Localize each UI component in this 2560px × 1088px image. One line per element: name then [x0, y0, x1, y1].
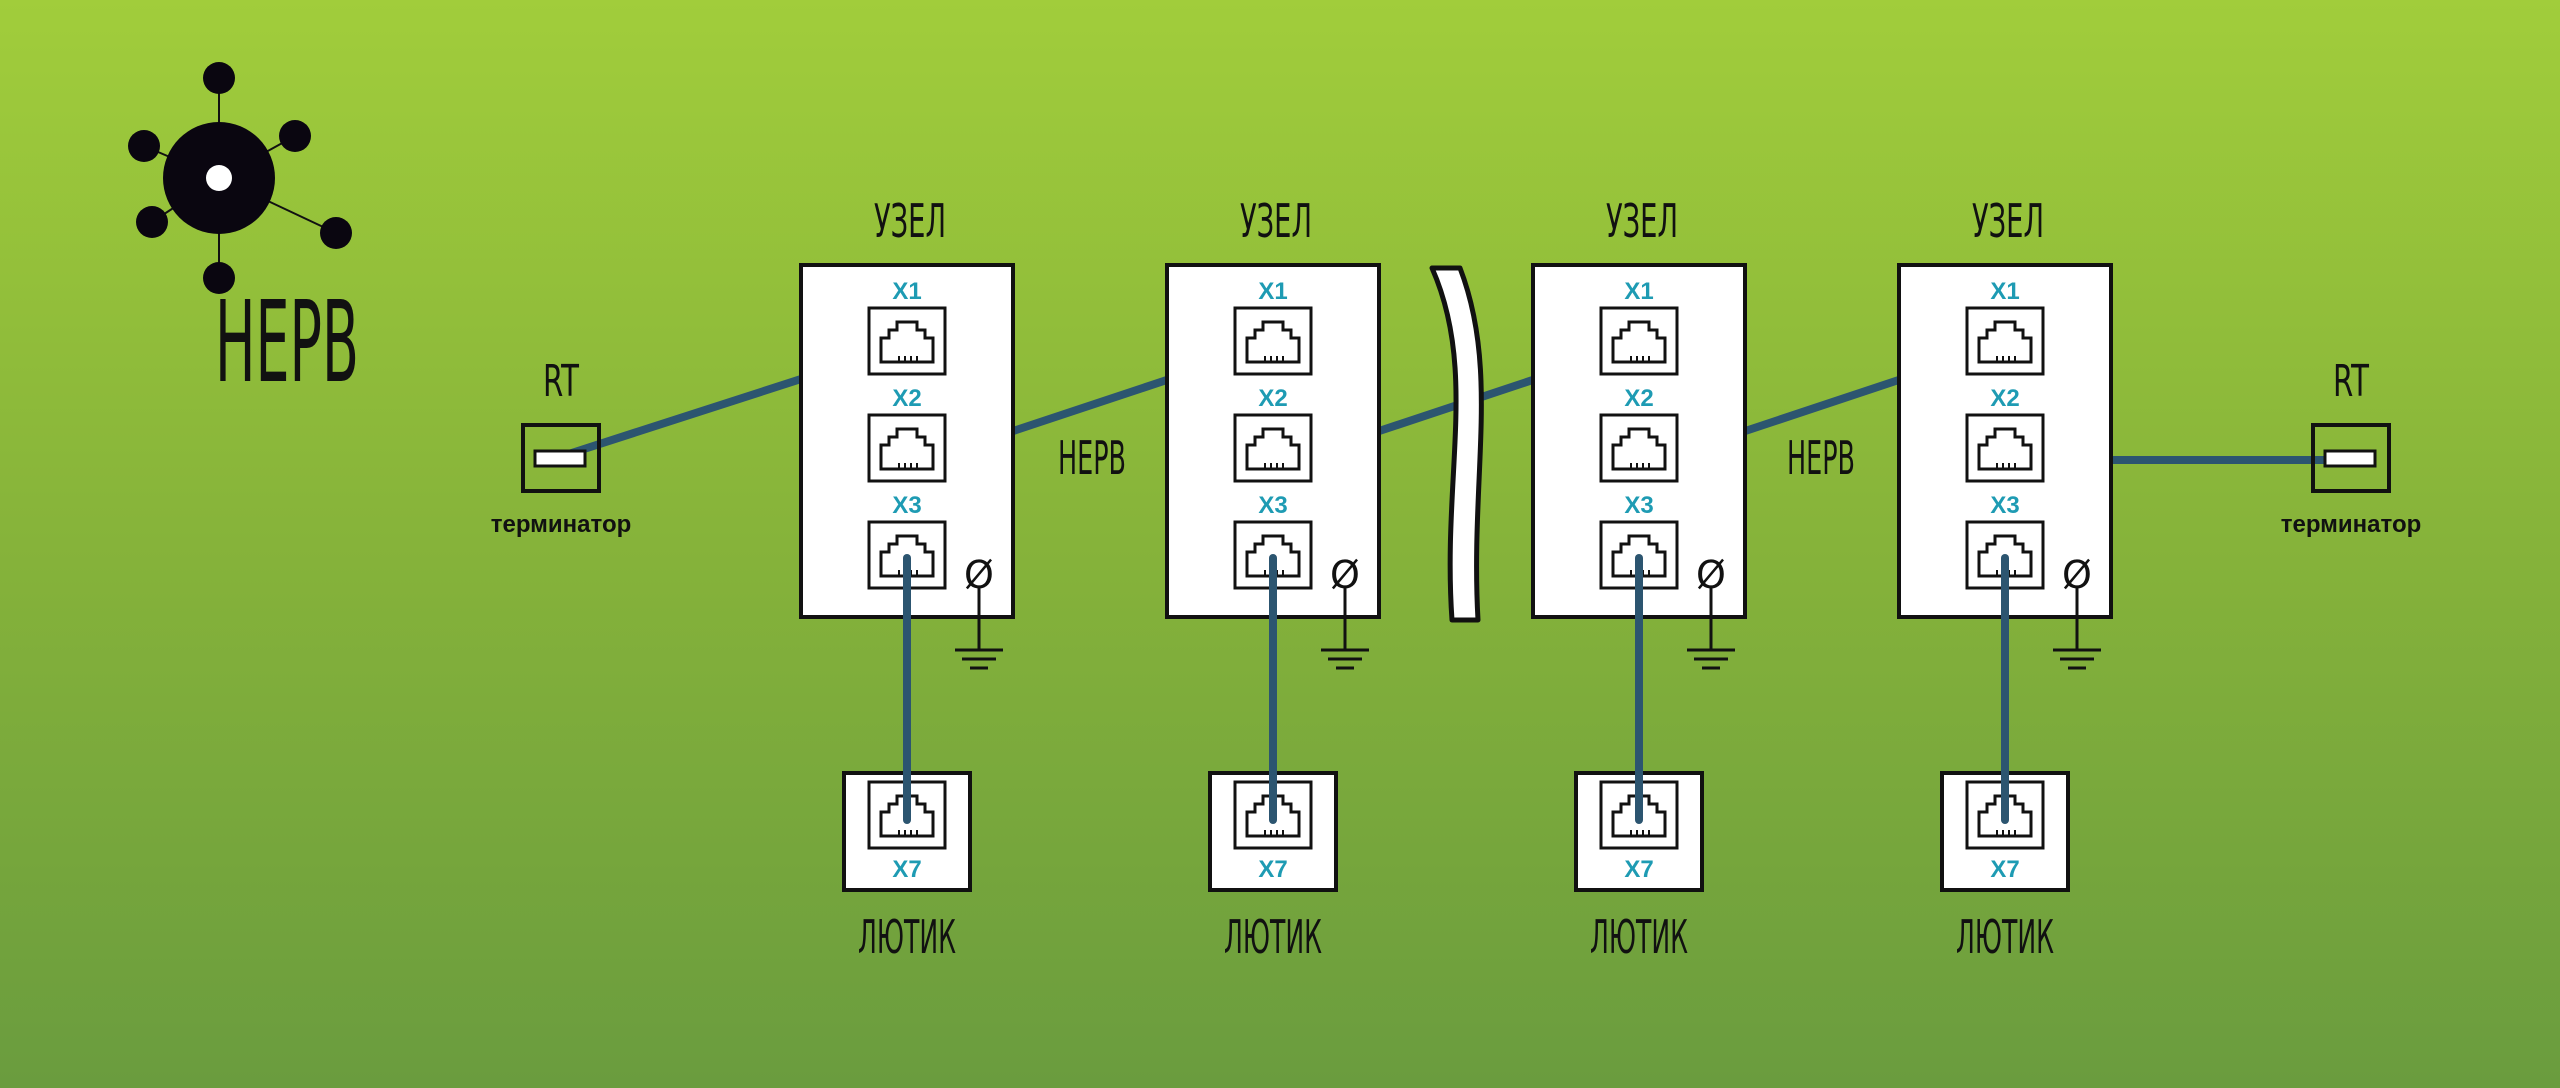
- port-label-x2: X2: [1990, 385, 2019, 412]
- port-label-x2: X2: [892, 385, 921, 412]
- device-port-label: X7: [1624, 856, 1653, 883]
- device-label: ЛЮТИК: [1590, 910, 1688, 964]
- port-x1-socket-icon: [1599, 306, 1679, 376]
- port-label-x1: X1: [1990, 278, 2019, 305]
- node-title: УЗЕЛ: [874, 194, 946, 248]
- device-1: X7 ЛЮТИК: [842, 771, 972, 964]
- cable-break-symbol: [1429, 265, 1484, 623]
- port-label-x2: X2: [1624, 385, 1653, 412]
- terminator-left-label: терминатор: [491, 511, 632, 538]
- terminator-right-title: RT: [2333, 356, 2369, 407]
- device-label: ЛЮТИК: [1956, 910, 2054, 964]
- logo-title: НЕРВ: [215, 278, 359, 408]
- device-label: ЛЮТИК: [858, 910, 956, 964]
- drop-cables: [903, 554, 2009, 824]
- node-title: УЗЕЛ: [1240, 194, 1312, 248]
- port-label-x1: X1: [892, 278, 921, 305]
- port-label-x3: X3: [1624, 492, 1653, 519]
- bus-label-1: НЕРВ: [1058, 431, 1126, 485]
- terminator-left: RT терминатор: [491, 356, 632, 538]
- node-title: УЗЕЛ: [1972, 194, 2044, 248]
- ground-symbol: Ø: [1696, 553, 1726, 597]
- port-label-x1: X1: [1258, 278, 1287, 305]
- device-2: X7 ЛЮТИК: [1208, 771, 1338, 964]
- port-x2-socket-icon: [1599, 413, 1679, 483]
- ground-icon: [1687, 588, 1735, 670]
- terminator-right: RT терминатор: [2281, 356, 2422, 538]
- bus-label-2: НЕРВ: [1787, 431, 1855, 485]
- port-x2-socket-icon: [1233, 413, 1313, 483]
- port-label-x2: X2: [1258, 385, 1287, 412]
- terminator-left-title: RT: [543, 356, 579, 407]
- terminator-right-label: терминатор: [2281, 511, 2422, 538]
- device-port-label: X7: [1990, 856, 2019, 883]
- nerv-logo: НЕРВ: [128, 62, 359, 408]
- port-label-x3: X3: [1258, 492, 1287, 519]
- port-x1-socket-icon: [1233, 306, 1313, 376]
- port-label-x3: X3: [892, 492, 921, 519]
- port-x1-socket-icon: [867, 306, 947, 376]
- ground-icon: [1321, 588, 1369, 670]
- port-x1-socket-icon: [1965, 306, 2045, 376]
- port-label-x1: X1: [1624, 278, 1653, 305]
- device-port-label: X7: [892, 856, 921, 883]
- ground-icon: [2053, 588, 2101, 670]
- port-x2-socket-icon: [867, 413, 947, 483]
- ground-symbol: Ø: [2062, 553, 2092, 597]
- device-port-label: X7: [1258, 856, 1287, 883]
- port-x2-socket-icon: [1965, 413, 2045, 483]
- device-label: ЛЮТИК: [1224, 910, 1322, 964]
- ground-symbol: Ø: [1330, 553, 1360, 597]
- ground-symbol: Ø: [964, 553, 994, 597]
- node-title: УЗЕЛ: [1606, 194, 1678, 248]
- logo-network-icon: [128, 62, 352, 294]
- device-3: X7 ЛЮТИК: [1574, 771, 1704, 964]
- port-label-x3: X3: [1990, 492, 2019, 519]
- ground-icon: [955, 588, 1003, 670]
